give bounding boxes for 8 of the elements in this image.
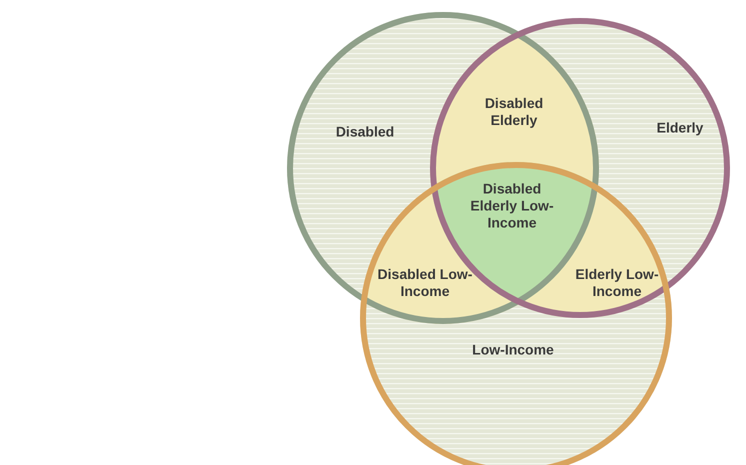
set-label: Elderly xyxy=(656,120,704,136)
set-label: Low-Income xyxy=(472,342,554,358)
overlap-label: Disabled Elderly xyxy=(484,95,544,129)
set-circle xyxy=(360,162,672,465)
overlap-label: Disabled Low-Income xyxy=(376,266,474,300)
overlap-label: Elderly Low-Income xyxy=(574,266,660,300)
overlap-label: Disabled Elderly Low-Income xyxy=(469,180,555,232)
set-label: Disabled xyxy=(336,124,394,140)
